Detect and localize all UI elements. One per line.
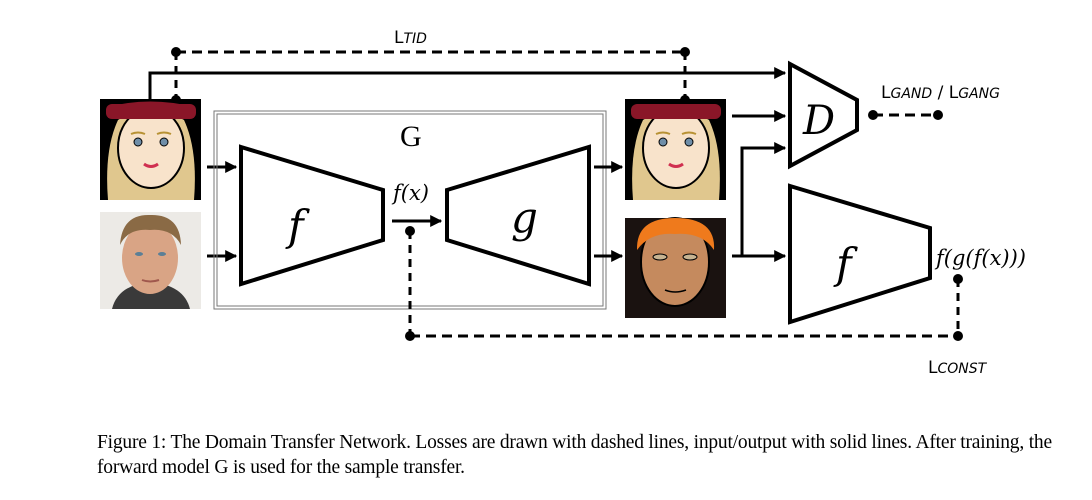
loss-const-connector (405, 226, 963, 341)
figure-caption: Figure 1: The Domain Transfer Network. L… (97, 432, 1052, 478)
input-to-discriminator-line (148, 67, 787, 100)
domain-transfer-network-diagram: LTID G f f(x) g (100, 28, 1026, 378)
decoder-g-label: g (511, 193, 538, 242)
fx-label: f(x) (391, 181, 429, 205)
loss-gan-connector (868, 110, 943, 120)
discriminator-d-block (788, 60, 859, 170)
discriminator-label: D (802, 98, 835, 144)
decoder-g-block (445, 144, 591, 287)
generator-label: G (400, 120, 422, 153)
encoder-f-block (239, 144, 385, 287)
loss-gan-label: LGAND / LGANG (881, 83, 1000, 103)
encoder2-f-block (788, 183, 932, 325)
loss-tid-label: LTID (394, 28, 427, 48)
output-transferred-face (625, 217, 726, 318)
input-photo-face (100, 212, 201, 309)
fgfx-label: f(g(f(x))) (934, 246, 1026, 270)
loss-tid-connector (171, 47, 690, 105)
loss-const-label: LCONST (928, 358, 988, 378)
input-emoji-face (100, 99, 201, 200)
output-emoji-face (625, 99, 726, 200)
arrow-transferred-to-discriminator (732, 142, 787, 258)
